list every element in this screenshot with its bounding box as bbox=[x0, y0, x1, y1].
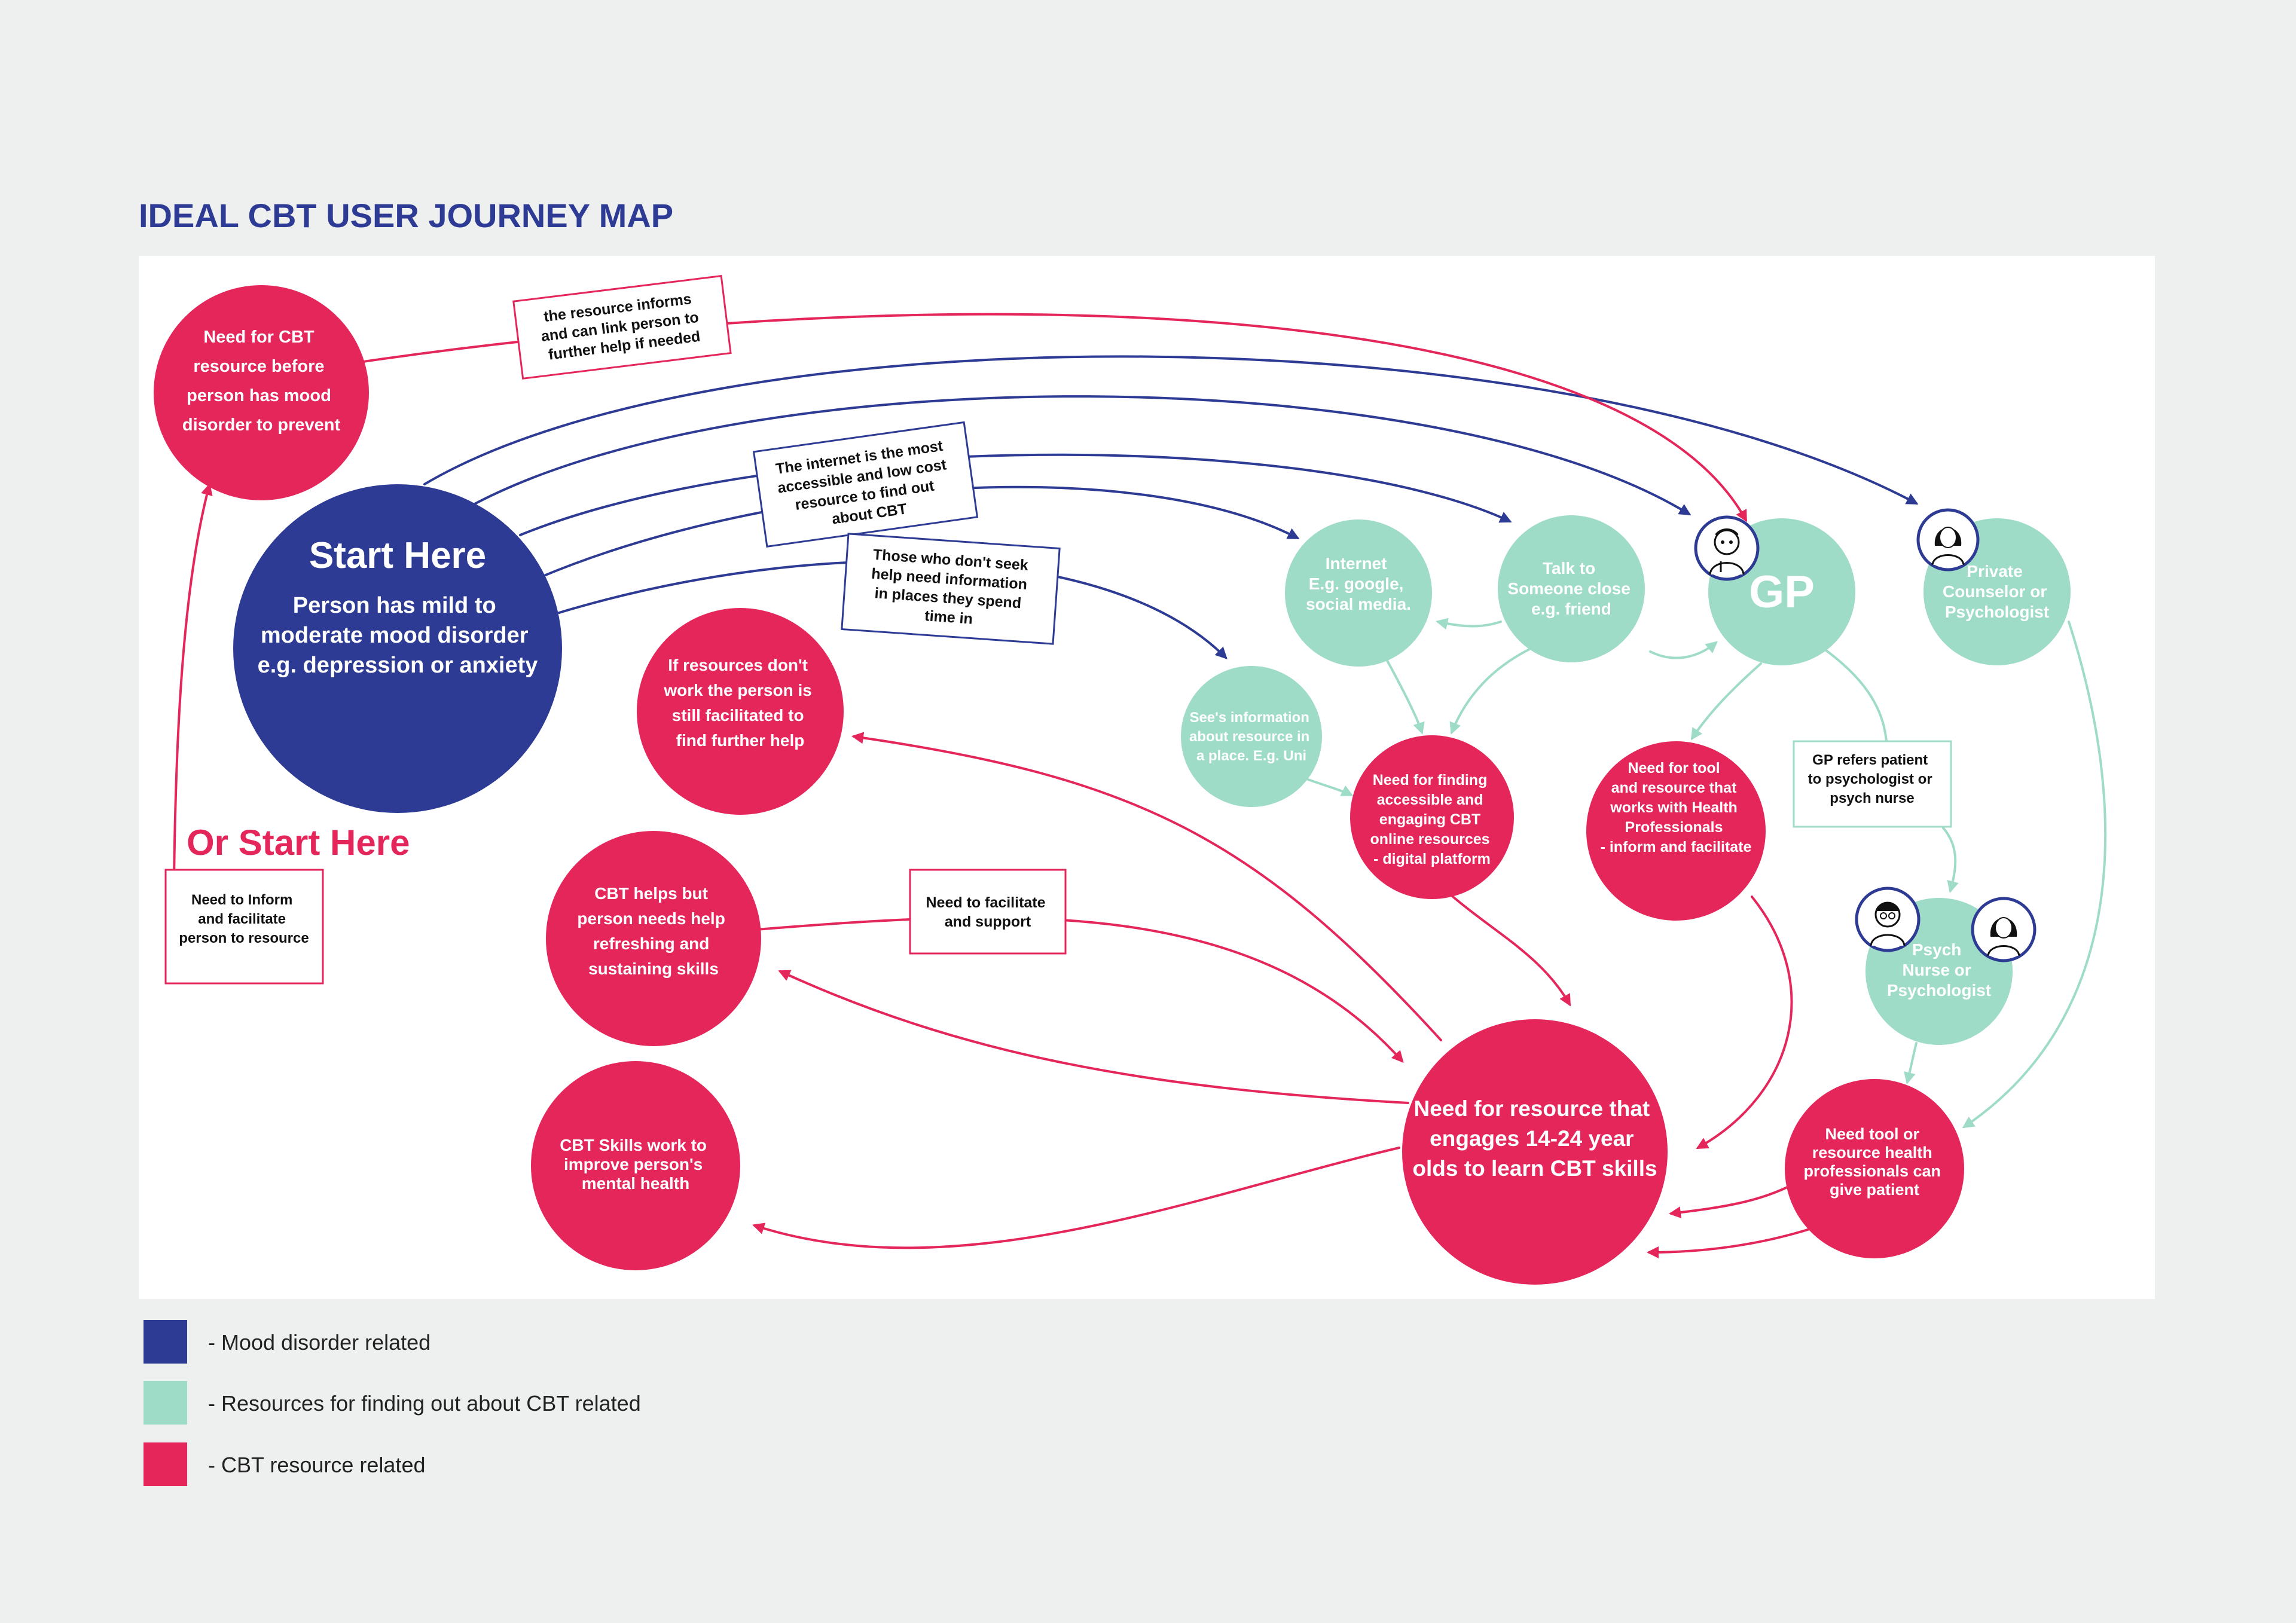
legend-item-mood: - Mood disorder related bbox=[144, 1320, 430, 1364]
node-need-finding-text: Need for finding accessible and engaging… bbox=[1370, 772, 1494, 867]
woman-avatar-icon bbox=[1971, 897, 2037, 962]
legend-label-cbt: - CBT resource related bbox=[208, 1453, 425, 1477]
arrow-talk-to-internet bbox=[1436, 618, 1502, 630]
arrow-talk-to-gp bbox=[1649, 641, 1718, 659]
start-here-heading: Start Here bbox=[309, 535, 486, 576]
note-gp-refers-text: GP refers patient to psychologist or psy… bbox=[1808, 752, 1937, 806]
node-sees-information-text: See's information about resource in a pl… bbox=[1189, 710, 1314, 764]
arrow-engages-to-cbt-skills bbox=[752, 1147, 1400, 1249]
note-internet-most-accessible: The internet is the most accessible and … bbox=[752, 421, 979, 548]
arrow-start-to-gp bbox=[471, 395, 1692, 516]
arrow-gp-refers-to-psych-nurse bbox=[1942, 827, 1959, 893]
doctor-avatar-icon bbox=[1694, 515, 1760, 581]
arrow-psych-nurse-to-need-tool-health bbox=[1904, 1042, 1918, 1084]
arrow-start-to-private bbox=[423, 355, 1919, 505]
note-need-inform-facilitate: Need to Inform and facilitate person to … bbox=[164, 869, 324, 985]
node-need-tool-health-text: Need tool or resource health professiona… bbox=[1803, 1125, 1945, 1199]
node-need-cbt-before: Need for CBT resource before person has … bbox=[154, 285, 369, 500]
note-need-inform-facilitate-text: Need to Inform and facilitate person to … bbox=[179, 892, 309, 946]
node-internet-text: Internet E.g. google, social media. bbox=[1306, 554, 1411, 613]
arrow-start-to-talk bbox=[519, 453, 1512, 536]
node-internet: Internet E.g. google, social media. bbox=[1285, 519, 1432, 667]
node-need-tool-resource-text: Need for tool and resource that works wi… bbox=[1601, 760, 1752, 855]
arrow-gp-to-need-tool bbox=[1690, 662, 1762, 741]
node-need-resource-engages-text: Need for resource that engages 14-24 yea… bbox=[1412, 1096, 1657, 1181]
legend-label-mood: - Mood disorder related bbox=[208, 1330, 430, 1355]
legend-label-resources: - Resources for finding out about CBT re… bbox=[208, 1391, 641, 1416]
node-start-here: Start Here Person has mild to moderate m… bbox=[233, 484, 562, 813]
arrow-cbt-helps-to-engages bbox=[755, 916, 1404, 1063]
man-avatar-icon bbox=[1855, 887, 1921, 952]
node-cbt-helps-text: CBT helps but person needs help refreshi… bbox=[577, 884, 729, 978]
arrow-need-tool-health-to-engages-1 bbox=[1669, 1179, 1801, 1219]
node-cbt-skills-work: CBT Skills work to improve person's ment… bbox=[531, 1061, 740, 1270]
connectors bbox=[172, 313, 2107, 1258]
node-cbt-skills-work-text: CBT Skills work to improve person's ment… bbox=[560, 1136, 712, 1193]
arrow-talk-to-need-finding bbox=[1449, 647, 1532, 735]
node-need-resource-engages: Need for resource that engages 14-24 yea… bbox=[1402, 1019, 1668, 1285]
page-title: IDEAL CBT USER JOURNEY MAP bbox=[139, 197, 673, 234]
note-need-facilitate-support: Need to facilitate and support bbox=[909, 869, 1067, 955]
node-cbt-helps: CBT helps but person needs help refreshi… bbox=[546, 831, 761, 1046]
node-resources-dont-work-text: If resources don't work the person is st… bbox=[663, 656, 816, 750]
node-need-tool-resource: Need for tool and resource that works wi… bbox=[1586, 741, 1766, 921]
arrow-internet-to-need-finding bbox=[1386, 659, 1425, 735]
node-private-counselor-text: Private Counselor or Psychologist bbox=[1943, 562, 2051, 621]
node-resources-dont-work: If resources don't work the person is st… bbox=[637, 608, 844, 815]
note-need-facilitate-support-text: Need to facilitate and support bbox=[926, 894, 1049, 930]
arrow-engages-to-resources-dont bbox=[851, 732, 1442, 1041]
note-gp-refers: GP refers patient to psychologist or psy… bbox=[1793, 740, 1952, 828]
note-those-who-dont-seek: Those who don't seek help need informati… bbox=[841, 533, 1061, 645]
arrow-need-finding-to-engages bbox=[1452, 895, 1571, 1007]
node-gp-text: GP bbox=[1749, 567, 1815, 618]
arrow-need-tool-health-to-engages-2 bbox=[1647, 1227, 1813, 1258]
note-resource-informs: the resource informs and can link person… bbox=[512, 274, 732, 380]
node-talk-to: Talk to Someone close e.g. friend bbox=[1498, 515, 1645, 662]
node-talk-to-text: Talk to Someone close e.g. friend bbox=[1507, 559, 1635, 618]
legend-item-cbt: - CBT resource related bbox=[144, 1442, 425, 1486]
arrow-engages-to-cbt-helps bbox=[778, 970, 1409, 1104]
node-need-cbt-before-text: Need for CBT resource before person has … bbox=[182, 328, 341, 435]
node-need-tool-health: Need tool or resource health professiona… bbox=[1785, 1079, 1964, 1258]
node-sees-information: See's information about resource in a pl… bbox=[1181, 666, 1322, 807]
woman-avatar-icon bbox=[1916, 508, 1980, 571]
legend-swatch-cbt bbox=[144, 1442, 187, 1486]
legend-swatch-mood bbox=[144, 1320, 187, 1364]
node-psych-nurse-text: Psych Nurse or Psychologist bbox=[1887, 940, 1991, 1000]
node-need-finding: Need for finding accessible and engaging… bbox=[1350, 735, 1514, 899]
start-here-description: Person has mild to moderate mood disorde… bbox=[258, 593, 538, 678]
legend-item-resources: - Resources for finding out about CBT re… bbox=[144, 1381, 641, 1425]
legend: - Mood disorder related - Resources for … bbox=[144, 1320, 641, 1486]
or-start-here-label: Or Start Here bbox=[187, 823, 410, 863]
arrow-private-to-need-tool-health bbox=[1962, 621, 2107, 1129]
arrow-need-tool-to-engages bbox=[1696, 895, 1793, 1149]
legend-swatch-resources bbox=[144, 1381, 187, 1425]
